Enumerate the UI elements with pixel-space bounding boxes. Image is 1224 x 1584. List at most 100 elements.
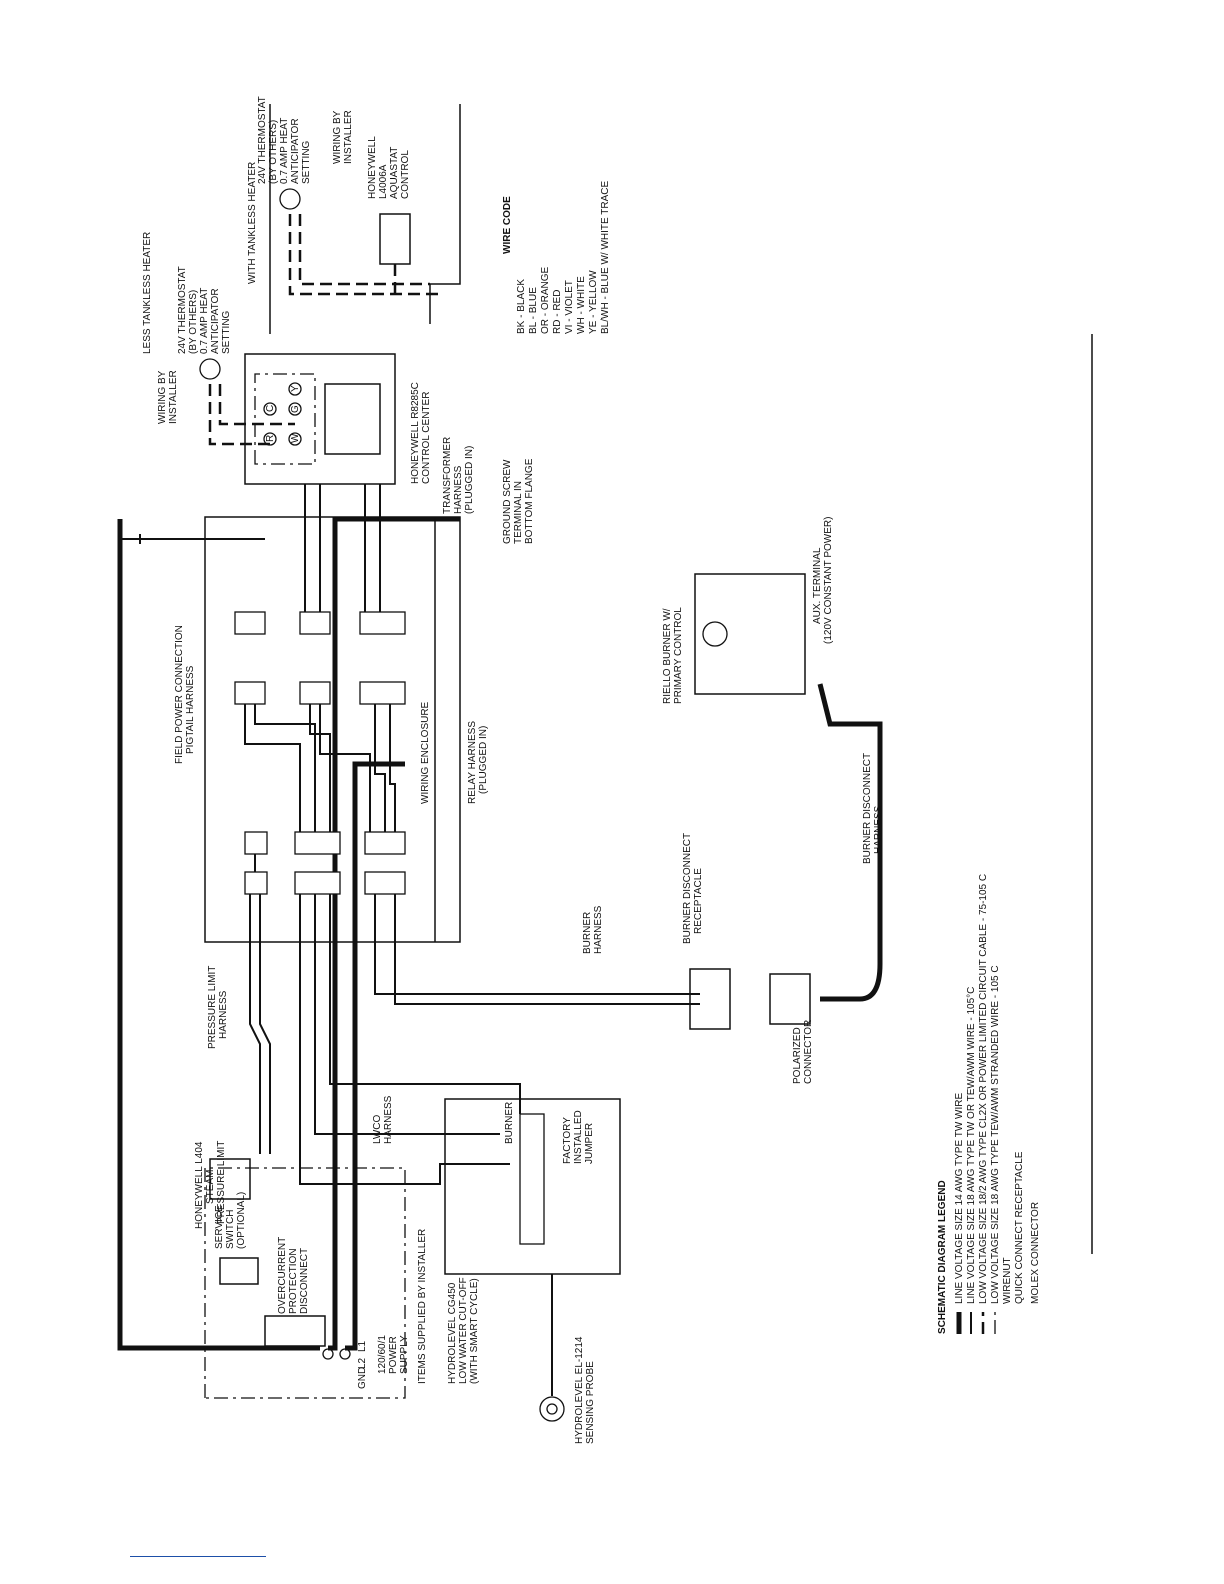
service-switch-label-3: (OPTIONAL) [236, 1192, 247, 1249]
terminal-c-label: C [265, 405, 276, 412]
field-power-label-2: PIGTAIL HARNESS [185, 665, 196, 754]
terminal-g-label: G [290, 405, 301, 413]
pressure-limit-harness-label-2: HARNESS [218, 990, 229, 1039]
sensing-probe-core [546, 1403, 558, 1415]
supply-l1-label: L1 [357, 1340, 368, 1352]
pressure-limit-wires [249, 894, 271, 1154]
wire-code-entry-4: RD - RED [552, 290, 563, 334]
connector-burner-mate [364, 871, 406, 895]
control-center-label-1: HONEYWELL R8285C [410, 382, 421, 484]
internal-wiring [244, 704, 396, 872]
lwco-box [444, 1098, 621, 1275]
connector-blocks [234, 611, 406, 895]
transformer-harness-wires [304, 484, 381, 612]
wiring-enclosure [204, 516, 461, 943]
installer-items-box [204, 1167, 406, 1399]
terminal-r-label: R [265, 435, 276, 442]
wire-code-entry-8: BL/WH - BLUE W/ WHITE TRACE [600, 181, 611, 334]
thermostat-with-tankless [279, 188, 301, 210]
wire-code: WIRE CODE BK - BLACK BL - BLUE OR - ORAN… [502, 181, 611, 334]
overcurrent-label-1: OVERCURRENT [277, 1237, 288, 1314]
service-switch-box [219, 1257, 259, 1285]
connector-relay [359, 611, 406, 635]
overcurrent-box [264, 1315, 326, 1347]
thermostat-2-label-5: SETTING [301, 140, 312, 184]
lwco-burner-label: BURNER [504, 1102, 515, 1144]
terminal-y [288, 382, 302, 396]
burner-disconnect-cable [817, 683, 883, 1002]
thermostat-less-tankless [199, 358, 221, 380]
connector-lwco-mate [294, 871, 341, 895]
with-tankless-label: WITH TANKLESS HEATER [247, 162, 258, 284]
burner-receptacle-label-2: RECEPTACLE [693, 868, 704, 934]
probe-label-1: HYDROLEVEL EL-1214 [574, 1336, 585, 1444]
relay-harness-label-2: (PLUGGED IN) [478, 726, 489, 794]
burner-disconnect-harness-label-2: HARNESS [873, 805, 884, 854]
legend-title: SCHEMATIC DIAGRAM LEGEND [937, 1180, 948, 1334]
supply-wire-l2 [328, 516, 460, 1351]
service-switch-label-2: SWITCH [225, 1210, 236, 1249]
aux-terminal-label-2: (120V CONSTANT POWER) [823, 517, 834, 644]
power-supply-label-1: 120/60/1 [377, 1335, 388, 1374]
connector-transformer-mate [299, 681, 331, 705]
legend-entry-6: QUICK CONNECT RECEPTACLE [1014, 1151, 1025, 1304]
wiring-installer-1-label-2: INSTALLER [168, 370, 179, 424]
supply-gnd-label: GND [357, 1367, 368, 1389]
terminal-w-label: W [290, 433, 301, 443]
connector-transformer [299, 611, 331, 635]
legend-entry-2: LINE VOLTAGE SIZE 18 AWG TYPE TW OR TEW/… [966, 987, 977, 1304]
relay-harness-label-1: RELAY HARNESS [467, 721, 478, 804]
lwco-harness-wires [299, 894, 521, 1185]
lwco-harness-label-2: HARNESS [383, 1095, 394, 1144]
thermostat-1-label-3: 0.7 AMP HEAT [199, 288, 210, 354]
supply-wire-gnd [117, 519, 320, 1351]
thermostat-2-label-1: 24V THERMOSTAT [257, 96, 268, 184]
riello-label-2: PRIMARY CONTROL [673, 607, 684, 704]
connector-relay-mate [359, 681, 406, 705]
footer-rule [130, 1556, 266, 1557]
connector-pressure [244, 831, 268, 855]
aquastat-label-3: AQUASTAT [389, 147, 400, 199]
pressure-limit-label-2: STEAM [205, 1170, 216, 1204]
wire-code-entry-1: BK - BLACK [516, 279, 527, 334]
less-tankless-label: LESS TANKLESS HEATER [142, 232, 153, 354]
aquastat-label-4: CONTROL [400, 150, 411, 199]
factory-jumper-label-3: JUMPER [584, 1123, 595, 1164]
burner-disconnect-harness-label-1: BURNER DISCONNECT [862, 753, 873, 864]
legend-entry-4: LOW VOLTAGE SIZE 18 AWG TYPE TEW/AWM STR… [990, 965, 1001, 1304]
hydrolevel-label-2: LOW WATER CUT-OFF [458, 1277, 469, 1384]
polarized-label-2: CONNECTOR [803, 1020, 814, 1084]
burner-harness-label-1: BURNER [582, 912, 593, 954]
wire-code-title: WIRE CODE [502, 196, 513, 254]
schematic-legend: SCHEMATIC DIAGRAM LEGEND LINE VOLTAGE SI… [937, 874, 1041, 1334]
wiring-installer-2-label-1: WIRING BY [332, 110, 343, 164]
lwco-harness-label-1: LWCO [372, 1115, 383, 1144]
power-supply: GND L2 L1 120/60/1 POWER SUPPLY [322, 1335, 410, 1389]
relay-coils [324, 383, 381, 455]
burner-receptacle [689, 968, 731, 1030]
burner-harness-wires [374, 894, 700, 1005]
wiring-enclosure-label: WIRING ENCLOSURE [420, 701, 431, 804]
riello-label-1: RIELLO BURNER W/ [662, 608, 673, 704]
wire-code-entry-5: VI - VIOLET [564, 280, 575, 334]
control-center-terminal-block [254, 373, 316, 465]
legend-entry-3: LOW VOLTAGE SIZE 18/2 AWG TYPE CL2X OR P… [978, 874, 989, 1304]
pressure-limit-label-3: PRESSURE LIMIT [216, 1141, 227, 1224]
connector-lwco [294, 831, 341, 855]
power-supply-label-2: POWER [388, 1336, 399, 1374]
burner-window [702, 621, 728, 647]
thermostat-1-label-1: 24V THERMOSTAT [177, 266, 188, 354]
transformer-harness-label-3: (PLUGGED IN) [464, 446, 475, 514]
terminal-c [263, 402, 277, 416]
transformer-harness-label-1: TRANSFORMER [442, 437, 453, 514]
aux-terminal-label-1: AUX. TERMINAL [812, 547, 823, 624]
burner-receptacle-label-1: BURNER DISCONNECT [682, 833, 693, 944]
legend-entry-7: MOLEX CONNECTOR [1030, 1202, 1041, 1304]
thermostat-1-label-2: (BY OTHERS) [188, 290, 199, 354]
control-center [244, 353, 396, 485]
supply-wire-l1 [345, 761, 405, 1351]
service-switch-label-1: SERVICE [214, 1205, 225, 1249]
burner-harness-label-2: HARNESS [593, 905, 604, 954]
items-supplied-label: ITEMS SUPPLIED BY INSTALLER [417, 1229, 428, 1384]
